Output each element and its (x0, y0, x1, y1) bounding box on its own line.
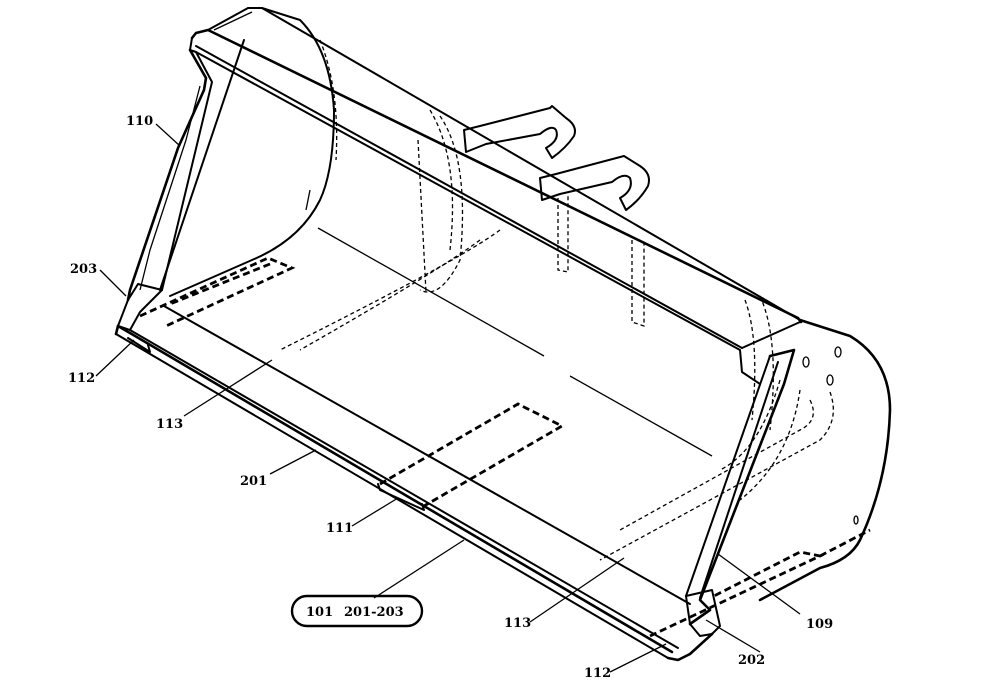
callout-112-left: 112 (68, 371, 95, 386)
callout-202: 202 (738, 653, 765, 668)
wear-plates (139, 256, 871, 638)
hitch-brackets (463, 105, 650, 211)
callout-201: 201 (240, 474, 267, 489)
callout-113-right: 113 (504, 616, 531, 631)
callout-113-left: 113 (156, 417, 183, 432)
callout-110: 110 (126, 114, 153, 129)
callout-111: 111 (326, 521, 353, 536)
callout-labels: 110 203 112 113 201 111 113 109 202 112 (68, 114, 833, 681)
reference-box: 101 201-203 (290, 594, 424, 628)
bucket-body (114, 7, 892, 662)
callout-203: 203 (70, 262, 97, 277)
ref-part-number: 101 (306, 605, 333, 620)
ref-part-range: 201-203 (344, 605, 404, 620)
callout-112-right: 112 (584, 666, 611, 681)
callout-109: 109 (806, 617, 833, 632)
leader-lines (95, 123, 801, 673)
side-holes (802, 346, 859, 525)
